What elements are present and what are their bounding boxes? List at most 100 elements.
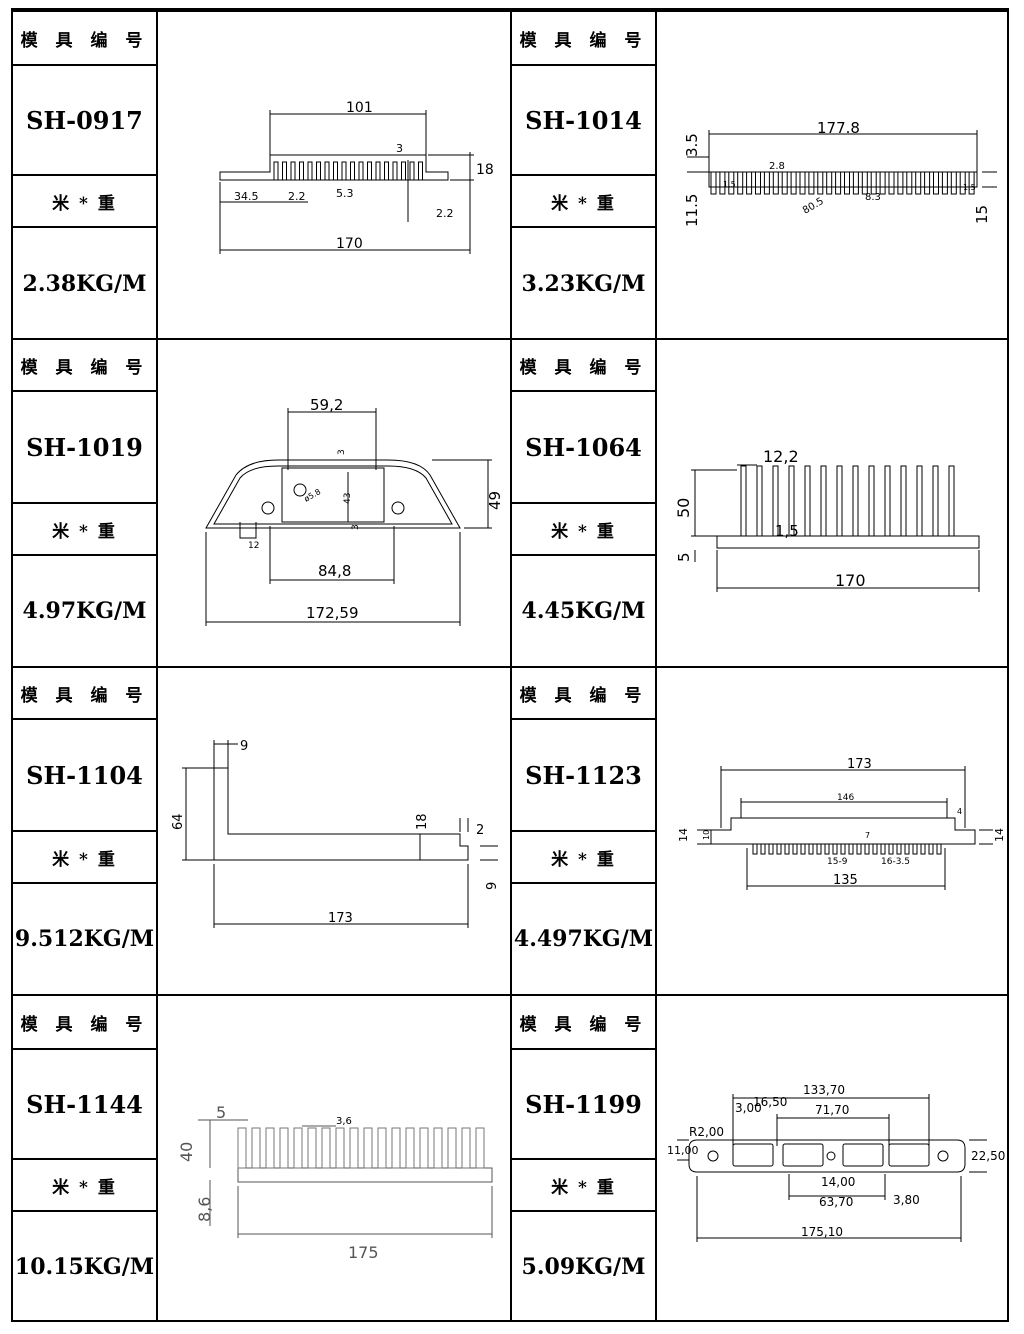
fin [879,171,886,195]
weight-value: 2.38KG/M [22,271,147,297]
fin [912,843,918,855]
weight-label: 米 * 重 [52,521,117,542]
fin [760,843,766,855]
fin [419,1127,429,1169]
fin [808,171,815,195]
fin [752,843,758,855]
fin [363,1127,373,1169]
fin [763,171,770,195]
fin [324,161,330,181]
fin [872,843,878,855]
profile-drawing: 12,2 50 1,5 5 170 [657,340,1009,668]
dimension-label: 9 [485,882,500,890]
fin [776,843,782,855]
weight-value: 3.23KG/M [521,271,646,297]
fin [816,843,822,855]
dimension-label: 50 [674,498,693,518]
weight-value: 4.45KG/M [521,598,646,624]
fin [848,843,854,855]
fin [377,1127,387,1169]
dimension-label: 16,50 [753,1095,787,1109]
fin [948,465,955,537]
fin [861,171,868,195]
dimension-label: 71,70 [815,1103,849,1117]
mold-number-label: 模 具 编 号 [20,357,149,378]
dimension-label: 2.2 [288,190,306,203]
fin [832,843,838,855]
fin [820,465,827,537]
fin [950,171,957,195]
fin [808,843,814,855]
dimension-label: 8,6 [195,1197,214,1222]
mold-number-label: 模 具 编 号 [519,30,648,51]
fin [896,843,902,855]
fin [333,161,338,181]
dimension-label: 175,10 [801,1225,843,1239]
dimension-label: 146 [837,793,854,803]
fin [768,843,774,855]
fin [335,1127,345,1169]
fin [755,171,761,195]
dimension-label: 43 [343,493,353,504]
dimension-label: 12,2 [763,447,799,466]
fin [341,161,347,181]
dimension-label: 10 [702,830,711,840]
fin [836,465,843,537]
dimension-label: 2.2 [436,207,454,220]
column-divider [156,10,158,1320]
fin [900,465,907,537]
dimension-label: 22,50 [971,1149,1005,1163]
dimension-label: 11,00 [667,1144,699,1157]
fin [290,161,296,181]
fin [772,465,779,537]
dimension-label: 1.5 [723,180,736,189]
weight-value: 4.497KG/M [513,926,654,952]
fin [864,843,870,855]
fin [375,161,381,181]
weight-label: 米 * 重 [551,193,616,214]
mold-number-label: 模 具 编 号 [519,357,648,378]
dimension-label: 14 [677,828,690,842]
fin [799,171,806,195]
fin [728,171,735,195]
dimension-label: 101 [346,100,373,116]
fin [788,465,795,537]
dimension-label: 177.8 [817,119,860,137]
fin [844,171,850,195]
dimension-label: 40 [177,1142,196,1162]
fin [941,171,948,195]
weight-label: 米 * 重 [52,849,117,870]
dimension-label: 84,8 [318,562,351,580]
fin [968,171,975,195]
dimension-label: 18 [476,162,494,178]
weight-label: 米 * 重 [52,1177,117,1198]
weight-value: 10.15KG/M [14,1254,155,1280]
fin [710,171,717,195]
fin [282,161,287,181]
mold-code: SH-1014 [525,105,642,135]
dimension-label: 1,5 [775,522,799,540]
fin [852,465,859,537]
dimension-label: 5.3 [336,187,354,200]
mold-number-label: 模 具 编 号 [20,30,149,51]
dimension-label: 3 [351,524,361,530]
mold-number-label: 模 具 编 号 [20,685,149,706]
dimension-label: 3 [337,449,347,455]
dimension-label: 14,00 [821,1175,855,1189]
dimension-label: 63,70 [819,1195,853,1209]
dimension-label: 14 [993,828,1006,842]
fin [273,161,279,181]
dimension-label: 3.5 [683,133,701,157]
fin [719,171,726,195]
fin [826,171,833,195]
dimension-label: 80.5 [801,196,826,217]
spec-table: 模 具 编 号 SH-0917 米 * 重 2.38KG/M 模 具 编 号 S… [11,8,1009,1322]
fin [880,843,886,855]
profile-drawing: 9 64 18 2 9 173 [158,668,510,996]
fin [293,1127,303,1169]
fin [936,843,942,855]
fin [307,161,313,181]
table-row: 模 具 编 号 SH-1144 米 * 重 10.15KG/M 模 具 编 号 … [13,994,1007,1322]
profile-drawing: 59,2 3 49 43 84,8 172,59 3 12 ø5.8 [158,340,510,668]
fin [932,465,939,537]
